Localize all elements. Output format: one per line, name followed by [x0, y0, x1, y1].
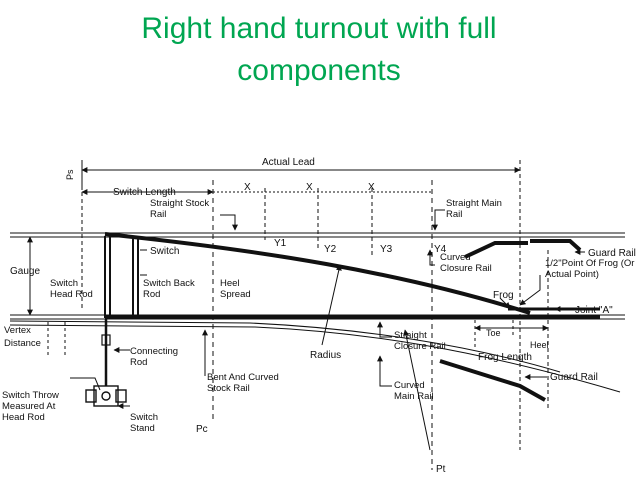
straight-stock-rail-label: Straight Stock Rail	[150, 198, 210, 220]
slide-title: Right hand turnout with full components	[0, 8, 638, 92]
ps-label: Ps	[65, 169, 75, 180]
bent-curved-stock-rail-label: Bent And Curved Stock Rail	[207, 372, 279, 394]
pt-label: Pt	[436, 464, 446, 475]
guard-rail-bottom-label: Guard Rail	[550, 372, 598, 383]
frog-wing-line	[464, 241, 528, 259]
curved-closure-rail-label: Curved Closure Rail	[440, 252, 492, 274]
frog-label: Frog	[493, 290, 514, 301]
dimension-lines	[27, 160, 549, 470]
vertex-distance-label: Vertex Distance	[4, 325, 41, 349]
switch-head-rod-label: Switch Head Rod	[50, 278, 93, 300]
x-label-3: X	[368, 182, 375, 193]
guard-rail-top-line	[530, 239, 582, 252]
frog-point-line	[505, 307, 600, 319]
switch-throw-label: Switch Throw Measured At Head Rod	[2, 390, 59, 423]
y3-label: Y3	[380, 244, 393, 255]
title-line-2: components	[237, 54, 401, 87]
switch-back-rod-label: Switch Back Rod	[143, 278, 195, 300]
curved-closure-rail-line	[104, 232, 531, 315]
radius-label: Radius	[310, 350, 341, 361]
title-line-1: Right hand turnout with full	[141, 12, 497, 45]
toe-label: Toe	[486, 328, 501, 338]
y2-label: Y2	[324, 244, 337, 255]
rails	[9, 232, 625, 402]
switch-stand-label: Switch Stand	[130, 412, 158, 434]
y4-label: Y4	[434, 244, 447, 255]
labels: Ps Actual Lead Switch Length X X X Strai…	[2, 157, 636, 475]
pc-label: Pc	[196, 424, 208, 435]
gauge-label: Gauge	[10, 266, 40, 277]
bent-curved-stock-rail-line	[9, 320, 561, 373]
switch-length-label: Switch Length	[113, 187, 176, 198]
half-point-frog-label: 1/2"Point Of Frog (Or Actual Point)	[545, 258, 635, 280]
guard-rail-top-label: Guard Rail	[588, 248, 636, 259]
turnout-diagram: Ps Actual Lead Switch Length X X X Strai…	[2, 157, 636, 475]
switch-stand-shape	[85, 385, 127, 407]
straight-closure-rail-label: Straight Closure Rail	[394, 330, 446, 352]
heel-spread-label: Heel Spread	[220, 278, 251, 300]
joint-a-label: Joint "A"	[575, 305, 613, 316]
curved-main-rail-line	[9, 324, 621, 393]
x-label-1: X	[244, 182, 251, 193]
y1-label: Y1	[274, 238, 287, 249]
curved-main-rail-label: Curved Main Rail	[394, 380, 434, 402]
switch-label: Switch	[150, 246, 179, 257]
x-label-2: X	[306, 182, 313, 193]
connecting-rod-label: Connecting Rod	[130, 346, 179, 368]
heel-label: Heel	[530, 340, 549, 350]
actual-lead-label: Actual Lead	[262, 157, 315, 168]
frog-length-label: Frog Length	[478, 352, 532, 363]
straight-main-rail-label: Straight Main Rail	[446, 198, 502, 220]
leader-lines	[70, 209, 585, 451]
